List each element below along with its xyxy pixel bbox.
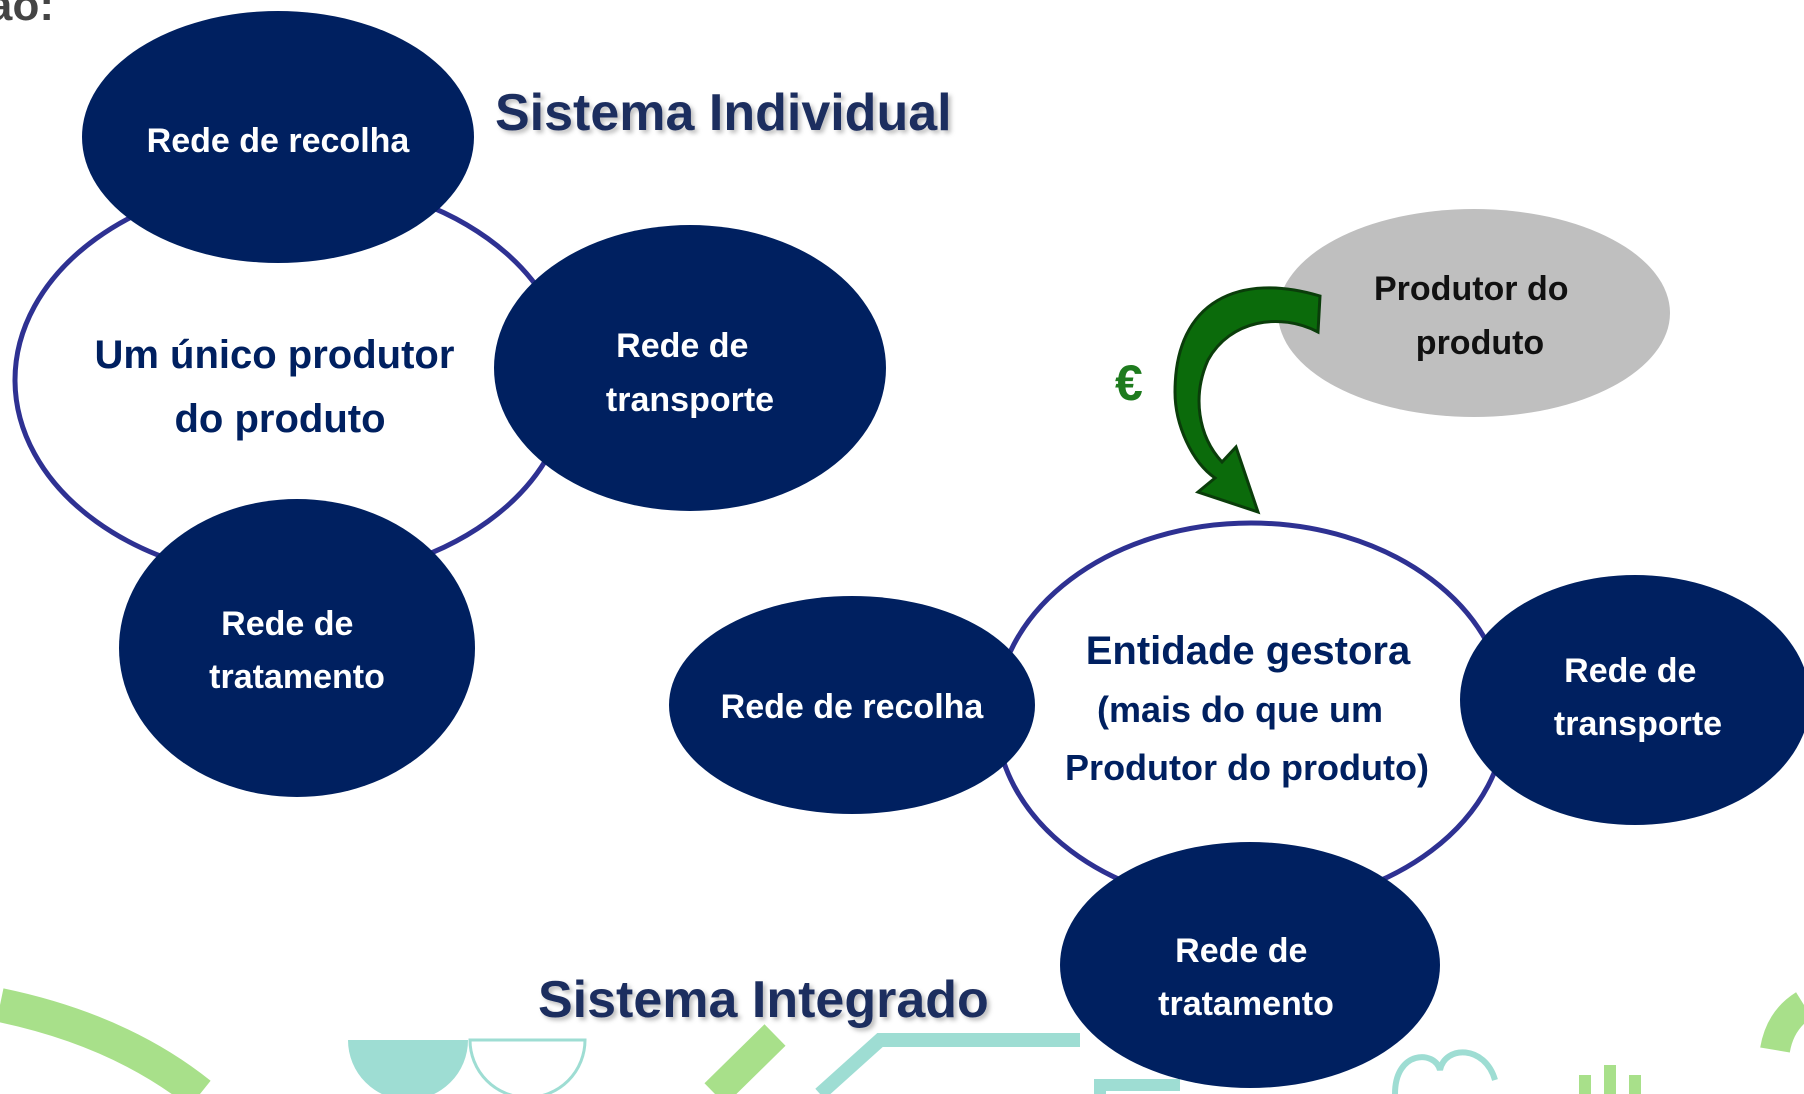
individual-center-line-2: do produto bbox=[174, 397, 385, 441]
teal-semicircle-decoration bbox=[348, 1040, 468, 1094]
decorative-footer-shapes bbox=[0, 988, 1804, 1094]
integrated-transport-label: Rede de transporte bbox=[1554, 652, 1722, 743]
individual-transport-label: Rede de transporte bbox=[606, 327, 774, 419]
integrated-transport-node bbox=[1460, 575, 1804, 825]
green-slash-decoration bbox=[704, 1024, 786, 1094]
teal-chevron-decoration bbox=[815, 1033, 1080, 1094]
individual-center-line-1: Um único produtor bbox=[94, 333, 454, 377]
producer-node bbox=[1278, 209, 1670, 417]
individual-system: Um único produtor do produto Rede de rec… bbox=[12, 11, 952, 797]
individual-center-label: Um único produtor do produto bbox=[94, 333, 465, 441]
integrated-treatment-label: Rede de tratamento bbox=[1158, 932, 1334, 1023]
integrated-center-label: Entidade gestora bbox=[1086, 629, 1411, 673]
payment-arrow bbox=[1173, 286, 1322, 515]
green-corner-arc-decoration bbox=[1760, 992, 1804, 1054]
teal-wave-decoration bbox=[1392, 1049, 1498, 1094]
integrated-heading: Sistema Integrado bbox=[538, 971, 989, 1029]
individual-heading: Sistema Individual bbox=[495, 84, 952, 142]
green-bars-decoration bbox=[1579, 1065, 1641, 1094]
producer-label: Produtor do produto bbox=[1374, 270, 1578, 362]
individual-transport-node bbox=[494, 225, 886, 511]
green-arc-decoration bbox=[0, 988, 211, 1094]
individual-treatment-node bbox=[119, 499, 475, 797]
currency-symbol: € bbox=[1115, 355, 1143, 411]
integrated-system: Produtor do produto € Entidade gestora (… bbox=[538, 209, 1804, 1088]
cropped-title-fragment: ão: bbox=[0, 0, 54, 30]
teal-bar-decoration bbox=[1094, 1079, 1180, 1094]
integrated-treatment-node bbox=[1060, 842, 1440, 1088]
individual-collection-label: Rede de recolha bbox=[147, 122, 411, 160]
individual-treatment-label: Rede de tratamento bbox=[209, 605, 385, 696]
integrated-collection-label: Rede de recolha bbox=[721, 688, 985, 726]
integrated-collection-node bbox=[669, 596, 1035, 814]
teal-semicircle-outline-decoration bbox=[468, 1038, 587, 1094]
integrated-center-sublabel: (mais do que um Produtor do produto) bbox=[1065, 689, 1429, 788]
individual-collection-node bbox=[82, 11, 474, 263]
